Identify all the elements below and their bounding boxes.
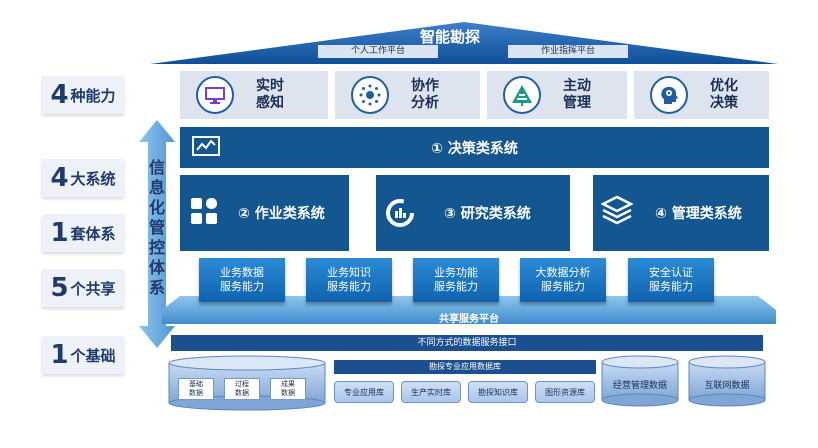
badge-text: 套体系 [70,224,116,243]
badge-number: 4 [50,163,69,193]
badge-text: 个基础 [70,346,116,365]
cap-line1: 优化 [710,78,738,94]
operation-system-label: ② 作业类系统 [238,206,325,222]
cap-line1: 协作 [411,78,439,94]
layers-icon [600,195,634,229]
chart-line-icon [192,136,220,162]
cap-line2: 感知 [256,95,284,111]
db-graphic-resource: 图形资源库 [535,381,595,403]
capability-realtime-perception: 实时感知 [180,71,328,119]
service-line1: 业务功能 [434,266,478,279]
badge-shares: 5 个共享 [42,269,124,307]
cap-line1: 主动 [563,78,591,94]
db-basic-data: 基础数据 [178,378,214,400]
service-big-data-analysis: 大数据分析 服务能力 [520,258,606,302]
service-line1: 业务知识 [327,266,371,279]
service-line2: 服务能力 [649,280,693,293]
badge-text: 大系统 [70,169,116,188]
db-line1: 基础 [189,380,203,388]
cap-line2: 分析 [411,95,439,111]
capability-active-management: 主动管理 [487,71,627,119]
badge-text: 个共享 [70,279,116,298]
management-system: ④ 管理类系统 [593,175,769,251]
badge-framework: 1 套体系 [42,214,124,252]
db-professional-app: 专业应用库 [334,381,394,403]
db-line2: 数据 [235,389,249,397]
badge-systems: 4 大系统 [42,159,124,197]
db-result-data: 成果数据 [270,378,306,400]
service-business-function: 业务功能 服务能力 [413,258,499,302]
cap-line2: 决策 [710,95,738,111]
business-db-label: 经营管理数据 [612,381,667,391]
badge-capabilities: 4 种能力 [42,76,124,114]
badge-number: 4 [50,80,69,110]
db-exploration-knowledge: 勘探知识库 [468,381,528,403]
decision-system: ① 决策类系统 [180,127,769,168]
db-line1: 成果 [281,380,295,388]
capability-collaborative-analysis: 协作分析 [335,71,480,119]
tree-icon [503,76,541,114]
db-line1: 过程 [235,380,249,388]
db-line2: 数据 [281,389,295,397]
service-line2: 服务能力 [327,280,371,293]
apps-grid-icon [190,197,220,231]
badge-text: 种能力 [70,86,116,105]
platform-operation-command: 作业指挥平台 [508,45,628,58]
management-system-label: ④ 管理类系统 [655,206,742,222]
dots-circle-icon [351,76,389,114]
governance-label: 信息化管控体系 [148,158,165,297]
internet-db-cylinder [688,355,766,407]
app-db-title: 勘探专业应用数据库 [334,360,596,374]
service-line2: 服务能力 [434,280,478,293]
decision-system-label: ① 决策类系统 [431,140,518,157]
service-business-data: 业务数据 服务能力 [199,258,285,302]
cap-line1: 实时 [256,78,284,94]
platform-personal: 个人工作平台 [318,45,438,58]
db-process-data: 过程数据 [224,378,260,400]
db-production-realtime: 生产实时库 [401,381,461,403]
internet-db-label: 互联网数据 [704,381,750,391]
badge-number: 1 [50,218,69,248]
operation-system: ② 作业类系统 [180,175,349,251]
cap-line2: 管理 [563,95,591,111]
service-security-auth: 安全认证 服务能力 [628,258,714,302]
service-line2: 服务能力 [541,280,585,293]
research-system-label: ③ 研究类系统 [444,206,531,222]
db-line2: 数据 [189,389,203,397]
shared-platform-label: 共享服务平台 [439,314,499,325]
service-line1: 业务数据 [220,266,264,279]
service-business-knowledge: 业务知识 服务能力 [306,258,392,302]
research-system: ③ 研究类系统 [376,175,570,251]
badge-foundation: 1 个基础 [42,336,124,374]
head-gear-icon [650,76,688,114]
data-interface-bar: 不同方式的数据服务接口 [171,335,763,351]
roof-title: 智能勘探 [419,28,480,46]
shared-platform-base [162,296,776,324]
business-db-cylinder [601,355,679,407]
pie-chart-icon [384,197,416,233]
service-line1: 安全认证 [649,266,693,279]
governance-arrow [139,120,175,348]
service-line1: 大数据分析 [535,266,591,279]
monitor-icon [196,76,234,114]
service-line2: 服务能力 [220,280,264,293]
badge-number: 1 [50,340,69,370]
badge-number: 5 [50,273,69,303]
capability-optimized-decision: 优化决策 [634,71,769,119]
